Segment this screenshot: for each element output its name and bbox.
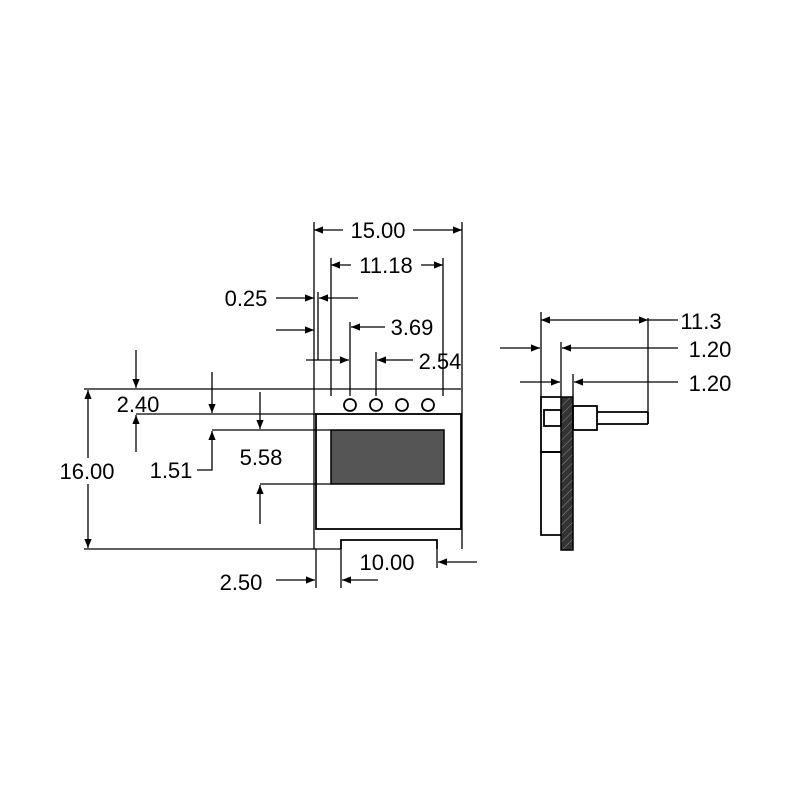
dim-label-window-height: 5.58 [240, 445, 283, 470]
dim-label-pin-length: 11.3 [680, 309, 721, 334]
dim-label-pin-offset: 3.69 [391, 315, 434, 340]
dim-pin-offset: 3.69 [276, 315, 433, 396]
dim-edge-offset: 0.25 [225, 286, 358, 360]
dim-label-board-thickness-b: 1.20 [689, 371, 732, 396]
dim-overall-height: 16.00 [54, 390, 124, 548]
dim-label-overall-width: 15.00 [350, 218, 405, 243]
module-base-side [540, 451, 561, 536]
dim-pin-length: 11.3 [540, 309, 722, 412]
side-view: 11.3 1.20 1.20 [500, 309, 731, 551]
dim-label-window-gap: 1.51 [150, 458, 193, 483]
connector-pin [543, 405, 649, 431]
pin-hole [343, 398, 357, 412]
pcb-board [560, 396, 574, 551]
pin-hole [395, 398, 409, 412]
dim-label-overall-height: 16.00 [59, 459, 114, 484]
bottom-tab [340, 539, 438, 549]
dim-label-top-band: 2.40 [117, 392, 160, 417]
dim-top-band: 2.40 [117, 350, 160, 452]
module-outline [315, 413, 462, 530]
dim-window-height: 5.58 [240, 392, 283, 524]
dim-overall-width: 15.00 [313, 216, 463, 549]
dim-label-edge-offset: 0.25 [225, 286, 268, 311]
dim-board-thickness-b: 1.20 [520, 371, 731, 397]
pin-hole [421, 398, 435, 412]
dim-window-span: 11.18 [330, 252, 444, 396]
dim-label-window-span: 11.18 [359, 253, 412, 278]
dim-window-gap: 1.51 [150, 372, 216, 483]
dim-label-board-thickness-a: 1.20 [689, 337, 732, 362]
front-view: 15.00 11.18 0.25 3.69 [54, 216, 477, 595]
dim-label-tab-offset: 2.50 [220, 570, 263, 595]
dim-label-tab-width: 10.00 [359, 550, 414, 575]
dim-tab-width: 10.00 [359, 549, 477, 575]
pin-hole [369, 398, 383, 412]
dim-label-pin-pitch: 2.54 [419, 349, 462, 374]
dim-board-thickness-a: 1.20 [500, 337, 731, 397]
pin-row [343, 398, 435, 412]
dim-tab-offset: 2.50 [220, 549, 378, 595]
display-window [330, 429, 445, 485]
